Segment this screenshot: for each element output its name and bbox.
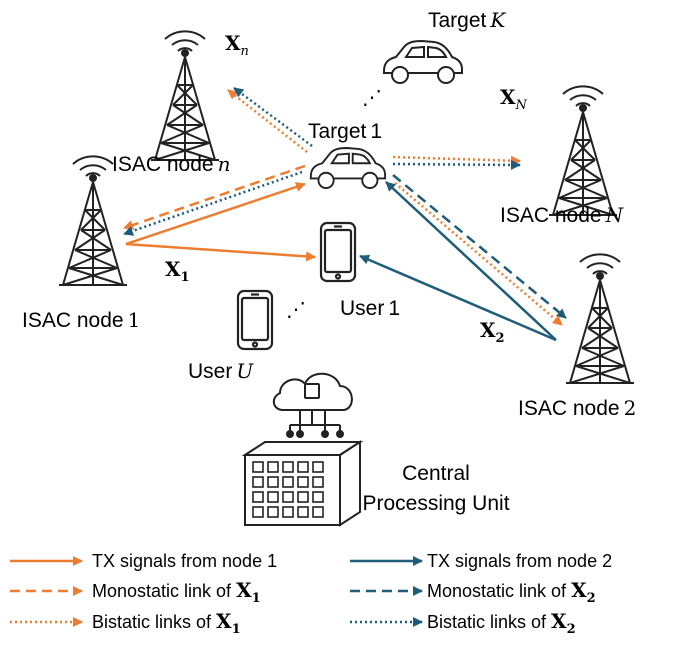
isac-node-2-label: ISAC node 2	[518, 396, 636, 420]
legend-entry-label: TX signals from node 1	[92, 551, 277, 571]
legend-entry-label: Bistatic links of X1	[92, 609, 241, 637]
cpu-label-line2: Processing Unit	[362, 492, 509, 515]
bistatic-x2-to-node-N-arrow	[392, 159, 521, 170]
isac-node-n-label: ISAC node n	[112, 152, 230, 176]
bistatic-x1-to-node-2-arrow	[394, 182, 563, 326]
monostatic-x2-arrow	[392, 174, 567, 319]
legend-entry-label: TX signals from node 2	[427, 551, 612, 571]
user-U-label: User U	[188, 359, 254, 383]
target-1-label: Target 1	[308, 120, 382, 143]
isac-node-N-tower-icon	[548, 85, 618, 216]
target-1-car-icon	[309, 147, 387, 189]
cpu-building-icon	[241, 372, 364, 527]
isac-node-1-signal-label: X1	[165, 257, 190, 285]
user-U-phone-icon	[236, 289, 274, 351]
bistatic-x2-to-node-1-arrow	[123, 170, 303, 236]
bistatic-x1-to-node-n-arrow	[227, 89, 308, 153]
isac-node-2-tower-icon	[565, 253, 635, 384]
isac-node-2-signal-label: X2	[480, 318, 505, 346]
isac-node-N-label: ISAC node N	[500, 203, 625, 227]
legend-entry-label: Bistatic links of X2	[427, 609, 576, 637]
tx-node1-to-user1-arrow	[125, 242, 316, 262]
tx-node2-to-target1-arrow	[385, 181, 557, 341]
bistatic-x2-to-node-n-arrow	[233, 86, 313, 148]
user-1-phone-icon	[319, 221, 357, 283]
target-K-car-icon	[383, 40, 463, 84]
isac-node-n-signal-label: Xn	[225, 31, 249, 59]
targets-ellipsis: ⋰	[362, 85, 382, 109]
legend-entry-label: Monostatic link of X2	[427, 578, 596, 606]
cpu-label-line1: Central	[402, 462, 470, 485]
isac-node-N-signal-label: XN	[500, 85, 528, 113]
tx-node1-to-target1-arrow	[125, 182, 306, 246]
tx-node2-to-user1-arrow	[359, 254, 557, 342]
legend-entry-label: Monostatic link of X1	[92, 578, 261, 606]
target-K-label: Target K	[428, 8, 506, 32]
legend: TX signals from node 1 Monostatic link of…	[10, 551, 612, 637]
isac-node-1-label: ISAC node 1	[22, 308, 140, 332]
users-ellipsis: ⋰	[286, 297, 306, 321]
isac-node-n-tower-icon	[150, 30, 220, 161]
user-1-label: User 1	[340, 297, 400, 320]
bistatic-x1-to-node-N-arrow	[392, 155, 521, 166]
